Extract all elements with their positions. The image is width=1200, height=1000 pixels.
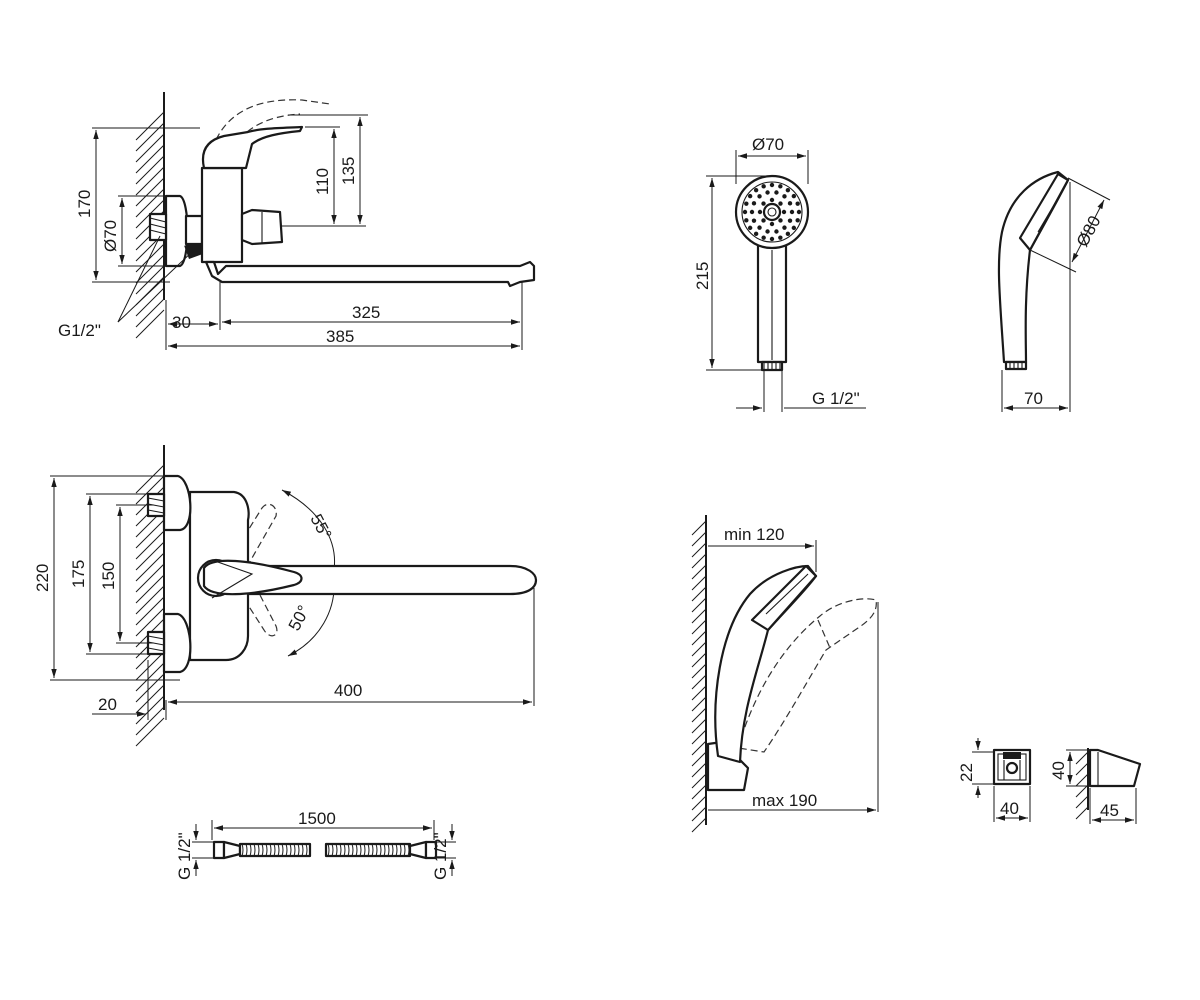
bracket-side [1088,748,1142,788]
top-width-total-label: 220 [33,564,52,592]
shower-hose [212,840,438,860]
hand-shower-front-dimensions [706,150,866,412]
shower-thread-label: G 1/2" [812,389,860,408]
hand-shower-side [997,170,1070,371]
side-flange-diameter-label: Ø70 [101,220,120,252]
side-height-total-label: 170 [75,190,94,218]
top-view-dimensions [50,475,535,720]
wall-hatch-top [135,445,165,747]
holder-max-distance-label: max 190 [752,791,817,810]
bracket-height-label: 22 [957,763,976,782]
top-inlet-outer-label: 175 [69,560,88,588]
top-angle-down-label: 50° [285,602,314,634]
side-offset-label: 30 [172,313,191,332]
hose-dimensions [192,820,456,876]
bracket-width-label: 40 [1000,799,1019,818]
shower-length-label: 215 [693,262,712,290]
hose-length-label: 1500 [298,809,336,828]
side-view-dimensions [92,114,523,350]
hand-shower-side-dimensions [1001,177,1111,412]
top-spout-reach-label: 400 [334,681,362,700]
side-spout-length-label: 325 [352,303,380,322]
holder-with-shower [706,564,877,792]
hose-thread-left-label: G 1/2" [175,832,194,880]
bracket-side-dimensions [1066,749,1137,824]
side-overall-length-label: 385 [326,327,354,346]
hose-thread-right-label: G 1/2" [431,832,450,880]
shower-head-diameter-label: Ø70 [752,135,784,154]
top-wall-offset-label: 20 [98,695,117,714]
bracket-front-dimensions [972,738,1031,822]
wall-hatch-bracket [1075,748,1089,820]
bracket-front [992,748,1032,786]
shower-profile-width-label: 70 [1024,389,1043,408]
side-height-handle-label: 135 [339,157,358,185]
holder-dimensions [708,540,879,813]
mixer-top-view [146,474,538,674]
top-angle-up-label: 55° [306,511,335,543]
bracket-depth-label: 45 [1100,801,1119,820]
holder-min-distance-label: min 120 [724,525,784,544]
mixer-side-view [148,99,536,288]
side-thread-label: G1/2" [58,321,101,340]
top-inlet-spacing-label: 150 [99,562,118,590]
bracket-side-height-label: 40 [1049,761,1068,780]
wall-hatch-holder [691,515,707,833]
side-height-body-label: 110 [313,168,332,195]
hand-shower-front [734,174,810,372]
shower-profile-diameter-label: Ø80 [1073,213,1105,250]
